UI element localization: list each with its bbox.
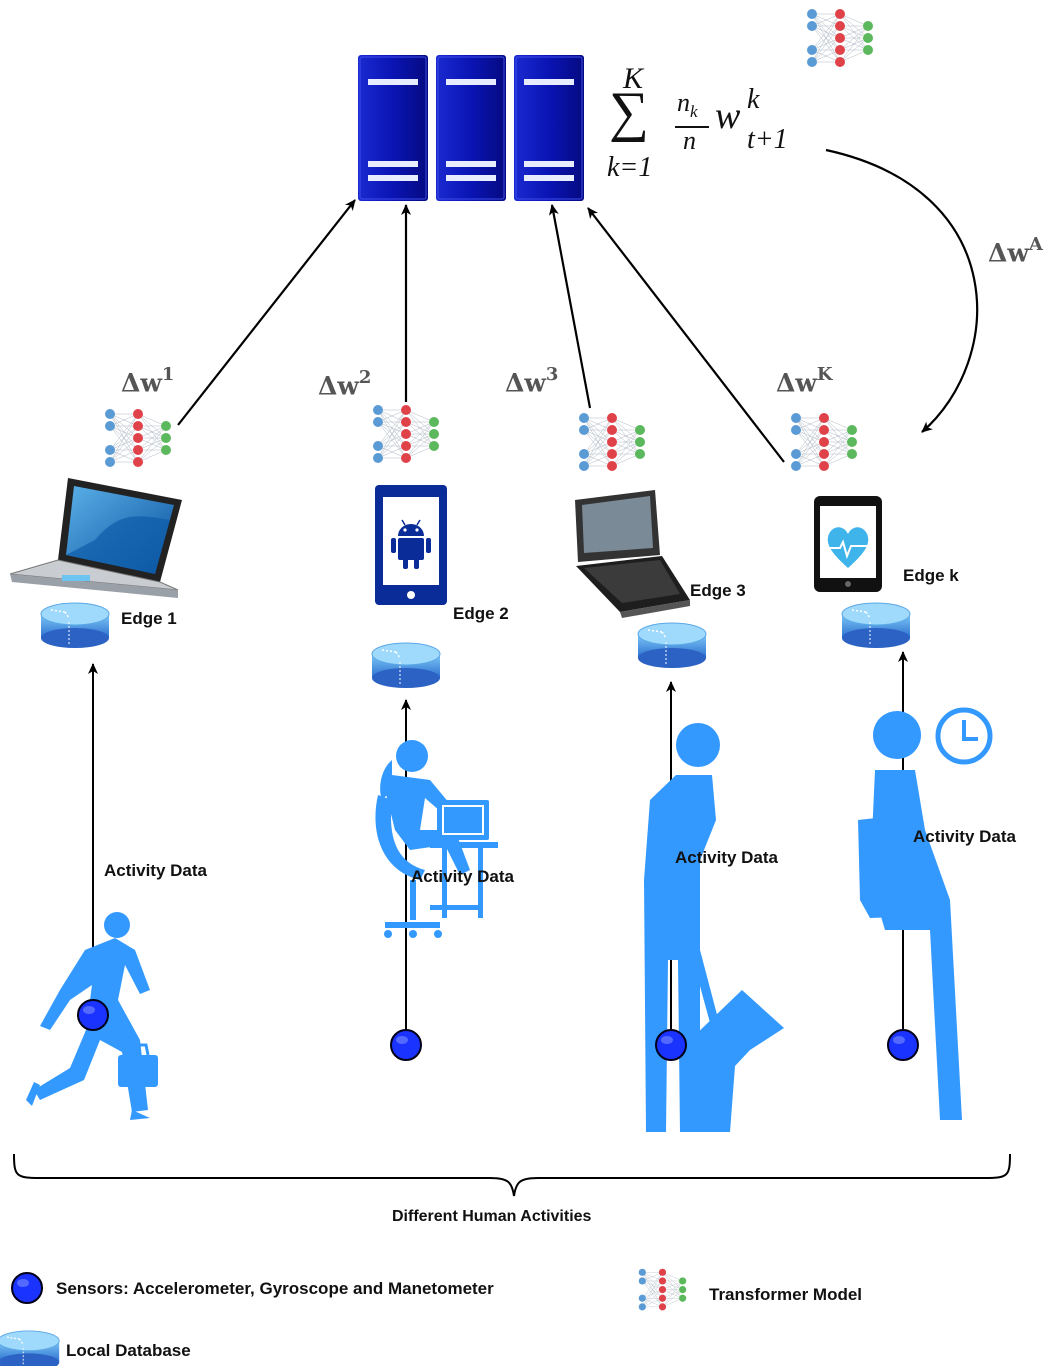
legend-model-label: Transformer Model — [709, 1285, 863, 1304]
aggregation-server-icon — [357, 54, 585, 202]
weight-sub: t+1 — [747, 124, 788, 155]
activities-brace — [13, 1153, 1011, 1197]
activity-data-label-3: Activity Data — [675, 848, 778, 867]
edge3-update-label: Δw3 — [505, 364, 559, 398]
frac-num: nk — [677, 88, 698, 122]
edge3-model-icon — [578, 412, 646, 472]
weight-sup: k — [747, 84, 760, 115]
edge2-update-label: Δw2 — [318, 367, 372, 401]
arrow-edgek-to-server — [587, 207, 785, 463]
edgek-update-label: ΔwK — [776, 364, 833, 398]
person-shoveling-icon — [644, 723, 784, 1132]
legend-sensor-icon — [11, 1272, 43, 1304]
activity-data-arrows — [88, 651, 908, 1045]
health-tablet-icon — [814, 496, 882, 592]
activity-data-label-1: Activity Data — [104, 861, 207, 880]
update-arrows — [177, 148, 979, 463]
arrow-edge3-to-server — [548, 204, 592, 409]
edge3-label: Edge 3 — [690, 581, 746, 600]
tablet-laptop-icon — [575, 490, 690, 618]
activity-data-label-2: Activity Data — [411, 867, 514, 886]
global-update-label: ΔwA — [988, 234, 1043, 268]
legend-database-label: Local Database — [66, 1341, 191, 1360]
sensor3-dot — [655, 1029, 687, 1061]
sensor4-dot — [887, 1029, 919, 1061]
person-sitting-clock-icon — [858, 707, 993, 1120]
edge2-model-icon — [372, 404, 440, 464]
activity-data-label-4: Activity Data — [913, 827, 1016, 846]
edgek-label: Edge k — [903, 566, 959, 585]
laptop-icon — [9, 478, 182, 598]
edge3-database-icon — [637, 622, 707, 669]
edge1-update-label: Δw1 — [121, 364, 175, 398]
edge2-label: Edge 2 — [453, 604, 509, 623]
legend-sensor-label: Sensors: Accelerometer, Gyroscope and Ma… — [56, 1279, 494, 1298]
frac-den: n — [683, 126, 696, 155]
edgek-database-icon — [841, 602, 911, 649]
weight-symbol: w — [715, 95, 741, 137]
legend-database-icon — [0, 1330, 60, 1366]
edge1-model-icon — [104, 408, 172, 468]
sum-symbol: ∑ — [609, 81, 649, 143]
person-at-computer-icon — [375, 740, 498, 938]
edgek-model-icon — [790, 412, 858, 472]
legend-model-icon — [638, 1268, 687, 1311]
global-model-icon — [806, 8, 874, 68]
edge1-label: Edge 1 — [121, 609, 177, 628]
arrow-global-update — [825, 148, 979, 433]
sensor2-dot — [390, 1029, 422, 1061]
sum-lower: k=1 — [607, 152, 653, 183]
arrow-edge1-to-server — [177, 199, 356, 426]
sensor1-dot — [77, 999, 109, 1031]
edge1-database-icon — [40, 602, 110, 649]
sum-upper: K — [623, 62, 644, 95]
aggregation-formula: K ∑ k=1 nk n w k t+1 — [603, 62, 823, 192]
edge2-database-icon — [371, 642, 441, 689]
android-phone-icon — [375, 485, 447, 605]
activities-caption: Different Human Activities — [392, 1208, 592, 1225]
